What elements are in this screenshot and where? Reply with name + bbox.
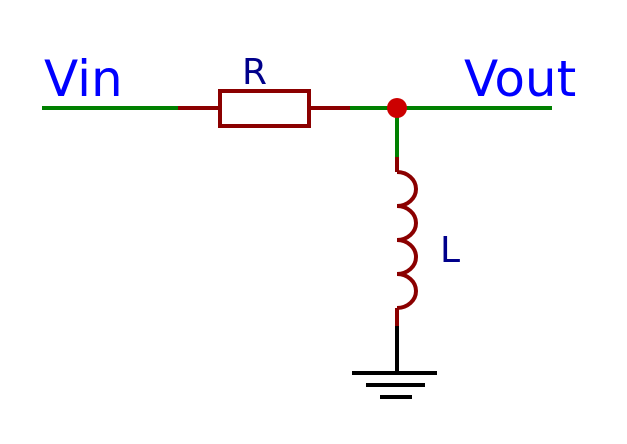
ground-symbol <box>352 371 437 399</box>
resistor-body <box>218 89 311 128</box>
inductor-label: L <box>440 230 460 271</box>
input-label: Vin <box>44 50 123 108</box>
resistor-label: R <box>242 52 267 93</box>
junction-node <box>387 98 407 118</box>
inductor-coils <box>396 170 418 310</box>
output-label: Vout <box>464 50 576 108</box>
